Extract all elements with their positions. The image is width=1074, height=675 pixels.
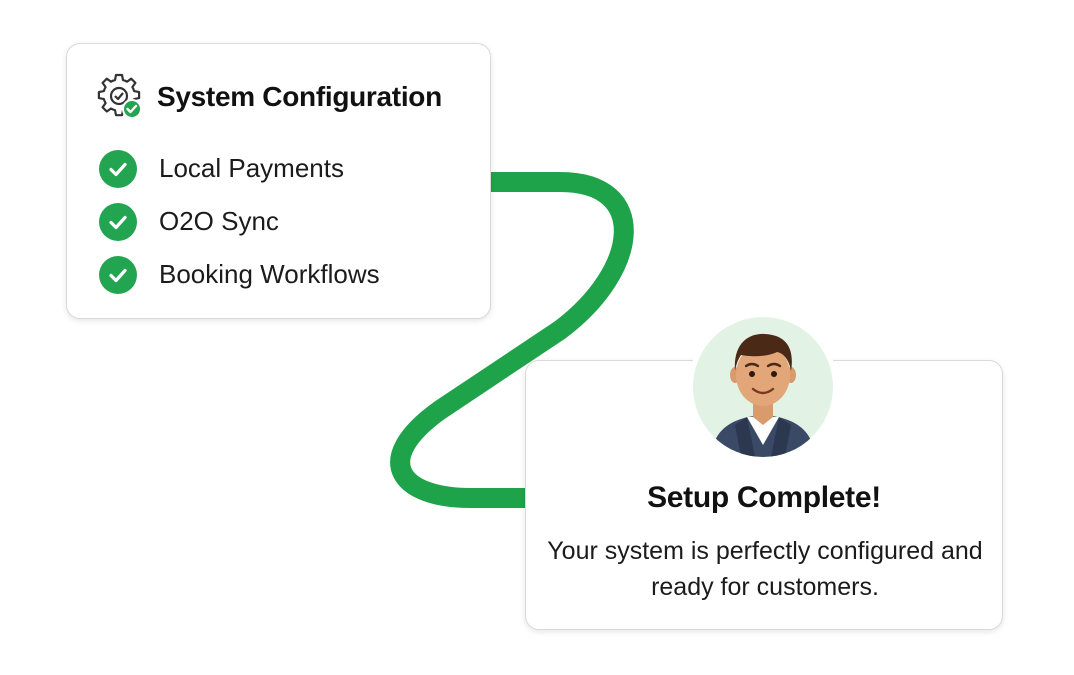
complete-title: Setup Complete! [647,481,881,514]
check-icon [99,202,137,241]
checklist-item-label: O2O Sync [159,206,279,236]
system-configuration-card: System Configuration Local Payments O2O … [66,43,491,319]
complete-message: Your system is perfectly configured and … [547,537,983,601]
gear-check-icon [95,72,145,122]
check-icon [99,255,137,294]
person-avatar [693,317,833,457]
checklist-item-label: Booking Workflows [159,259,380,289]
checklist-item-label: Local Payments [159,153,344,183]
checklist-item-local-payments: Local Payments [99,142,380,195]
checklist-item-o2o-sync: O2O Sync [99,195,380,248]
config-header: System Configuration [95,72,442,122]
config-title: System Configuration [157,81,442,112]
check-icon [99,149,137,188]
checklist-item-booking-workflows: Booking Workflows [99,248,380,301]
config-checklist: Local Payments O2O Sync Booking Workflow… [99,142,380,301]
